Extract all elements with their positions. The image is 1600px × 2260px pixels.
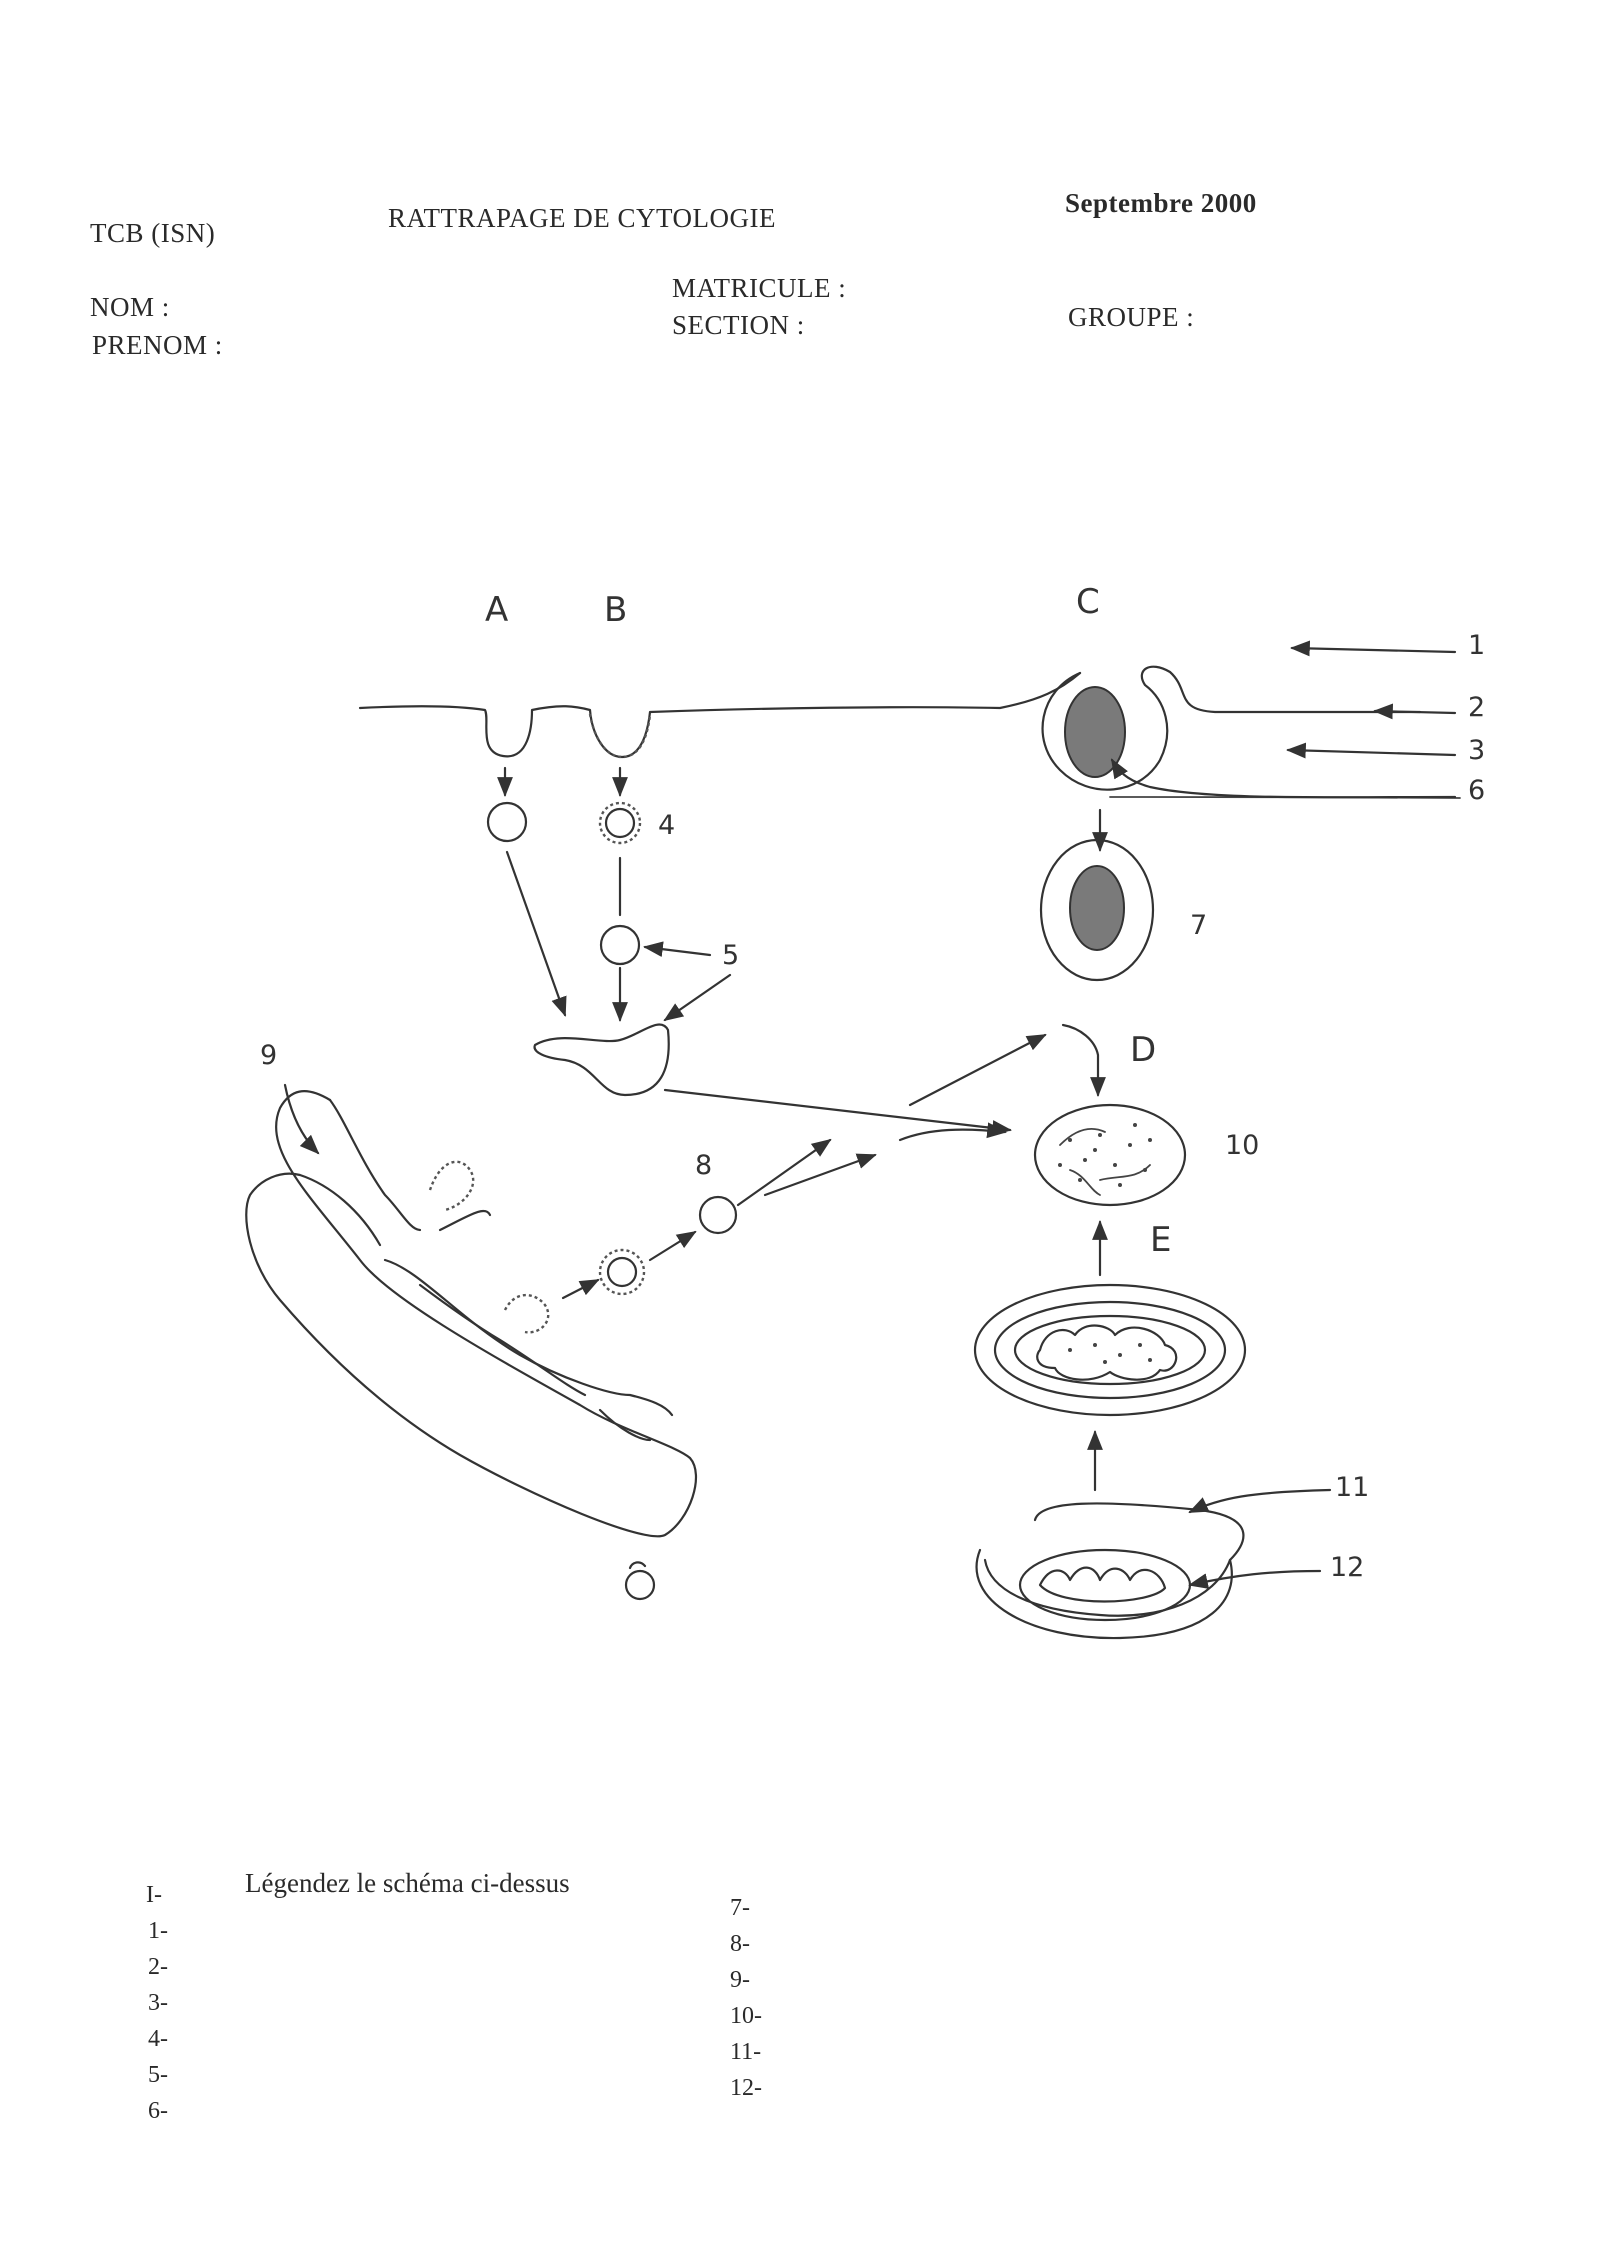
legend-item: 4- [148,2026,168,2052]
label-letter-d: D [1130,1030,1157,1070]
coated-golgi-vesicle [600,1250,644,1294]
label-num-12: 12 [1330,1552,1365,1583]
legend-item: 7- [730,1895,750,1921]
exam-title: RATTRAPAGE DE CYTOLOGIE [388,203,777,233]
exam-date: Septembre 2000 [1065,188,1257,218]
question-instruction: Légendez le schéma ci-dessus [245,1868,570,1898]
legend-item: 3- [148,1990,168,2016]
label-num-9: 9 [260,1040,278,1071]
label-num-2: 2 [1468,692,1486,723]
class-label: TCB (ISN) [90,218,216,248]
lysosome-content [1058,1123,1152,1187]
secondary-lysosome-10 [1035,1105,1185,1205]
plasma-membrane [360,673,1080,757]
groupe-field-label: GROUPE : [1068,302,1195,332]
label-num-8: 8 [695,1150,713,1181]
legend-item: 2- [148,1954,168,1980]
matricule-field-label: MATRICULE : [672,273,847,303]
isolation-membrane-11 [1035,1503,1243,1560]
nom-field-label: NOM : [90,292,170,322]
label-num-4: 4 [658,810,676,841]
label-num-10: 10 [1225,1130,1260,1161]
label-num-5: 5 [722,940,740,971]
legend-item: 9- [730,1967,750,1993]
label-letter-a: A [485,590,509,630]
endocytic-vesicle [488,803,526,841]
golgi-vesicle-bottom [626,1571,654,1599]
label-letter-b: B [604,590,628,630]
label-num-11: 11 [1335,1472,1370,1503]
legend-item: 1- [148,1918,168,1944]
label-letter-c: C [1076,582,1100,622]
coated-vesicle-4 [600,803,640,843]
prenom-field-label: PRENOM : [92,330,223,360]
golgi-apparatus [246,1091,696,1536]
legend-item: 10- [730,2003,762,2029]
label-num-3: 3 [1468,735,1486,766]
label-num-1: 1 [1468,630,1486,661]
label-num-7: 7 [1190,910,1208,941]
label-letter-e: E [1150,1220,1172,1260]
autophagosome [975,1285,1245,1415]
phagosome-7 [1041,840,1153,980]
uncoated-vesicle-5 [601,926,639,964]
endosome [535,1025,669,1095]
legend-item: 8- [730,1931,750,1957]
phagocytosed-particle [1065,687,1125,777]
question-numeral: I- [146,1882,162,1908]
phagocytic-cup [1043,667,1420,790]
legend-item: 11- [730,2039,762,2065]
legend-item: 6- [148,2098,168,2124]
label-num-6: 6 [1468,775,1486,806]
section-field-label: SECTION : [672,310,805,340]
coated-pit [590,714,650,757]
legend-item: 5- [148,2062,168,2088]
transport-vesicle-8 [700,1197,736,1233]
legend-item: 12- [730,2075,762,2101]
